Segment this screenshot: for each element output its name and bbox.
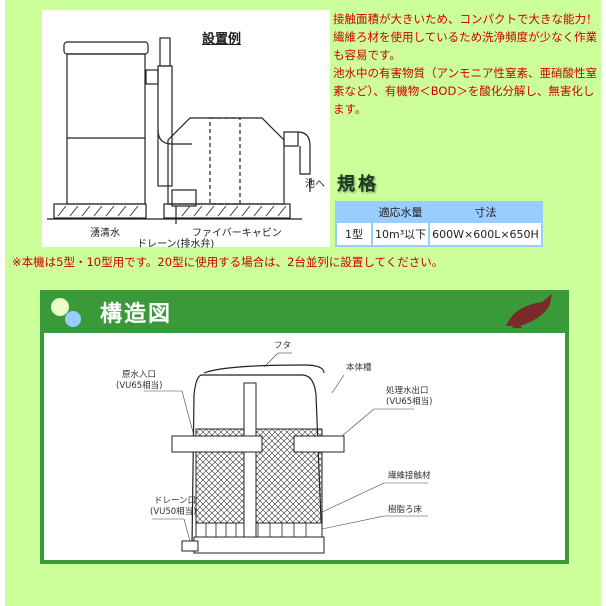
usage-note: ※本機は5型・10型用です。20型に使用する場合は、2台並列に設置してください。 [12, 255, 444, 269]
drain-port-label: ドレーン口 [154, 496, 197, 506]
fiber-cabin-label: ファイバーキャビン [192, 228, 282, 239]
inlet-spec-label: (VU65相当) [116, 381, 163, 391]
koi-fish-icon [506, 294, 552, 328]
column-header [337, 203, 371, 221]
to-pond-label: 池へ [305, 179, 325, 190]
table-header-row: 適応水量 寸法 [337, 203, 541, 221]
lid-label: フタ [274, 341, 292, 351]
description-line: 繊維ろ材を使用しているため洗浄頻度が少なく作業も容易です。 [333, 30, 598, 62]
installation-drawing [47, 37, 311, 224]
spec-heading: 規格 [337, 174, 379, 195]
table-cell: 1型 [337, 223, 371, 245]
structure-diagram: フタ 本体槽 原水入口 (VU65相当) 処理水出口 (VU65相当) 繊維接触… [44, 333, 565, 560]
drain-label: ドレーン(排水弁) [137, 239, 215, 250]
table-cell: 10m³以下 [373, 223, 429, 245]
structure-drawing [144, 352, 428, 554]
resin-bed-label: 樹脂ろ床 [388, 505, 423, 515]
structure-panel-header: 構造図 [40, 290, 569, 333]
description-line: 池水中の有害物質（アンモニア性窒素、亜硝酸性窒素など）、有機物＜BOD＞を酸化分… [333, 66, 598, 116]
installation-diagram: 設置例 池へ 湧清水 ファイバーキャビン ドレーン(排水弁) [42, 10, 330, 250]
filter-tank-label: 湧清水 [90, 228, 120, 239]
inlet-label: 原水入口 [122, 370, 157, 380]
outlet-spec-label: (VU65相当) [386, 397, 433, 407]
body-tank-label: 本体槽 [346, 363, 372, 373]
table-row: 1型 10m³以下 600W×600L×650H [337, 223, 541, 245]
table-cell: 600W×600L×650H [430, 223, 541, 245]
structure-panel: 構造図 [40, 290, 569, 564]
description-line: 接触面積が大きいため、コンパクトで大きな能力！ [333, 12, 598, 26]
column-header: 適応水量 [373, 203, 429, 221]
bubbles-icon [51, 298, 81, 327]
column-header: 寸法 [430, 203, 541, 221]
product-description: 接触面積が大きいため、コンパクトで大きな能力！ 繊維ろ材を使用しているため洗浄頻… [333, 10, 601, 118]
outlet-label: 処理水出口 [386, 386, 429, 396]
structure-title: 構造図 [100, 301, 173, 327]
installation-title: 設置例 [202, 32, 242, 47]
fiber-media-label: 繊維接触材 [388, 471, 431, 481]
drain-spec-label: (VU50相当) [150, 507, 197, 517]
spec-table: 適応水量 寸法 1型 10m³以下 600W×600L×650H [335, 201, 543, 247]
